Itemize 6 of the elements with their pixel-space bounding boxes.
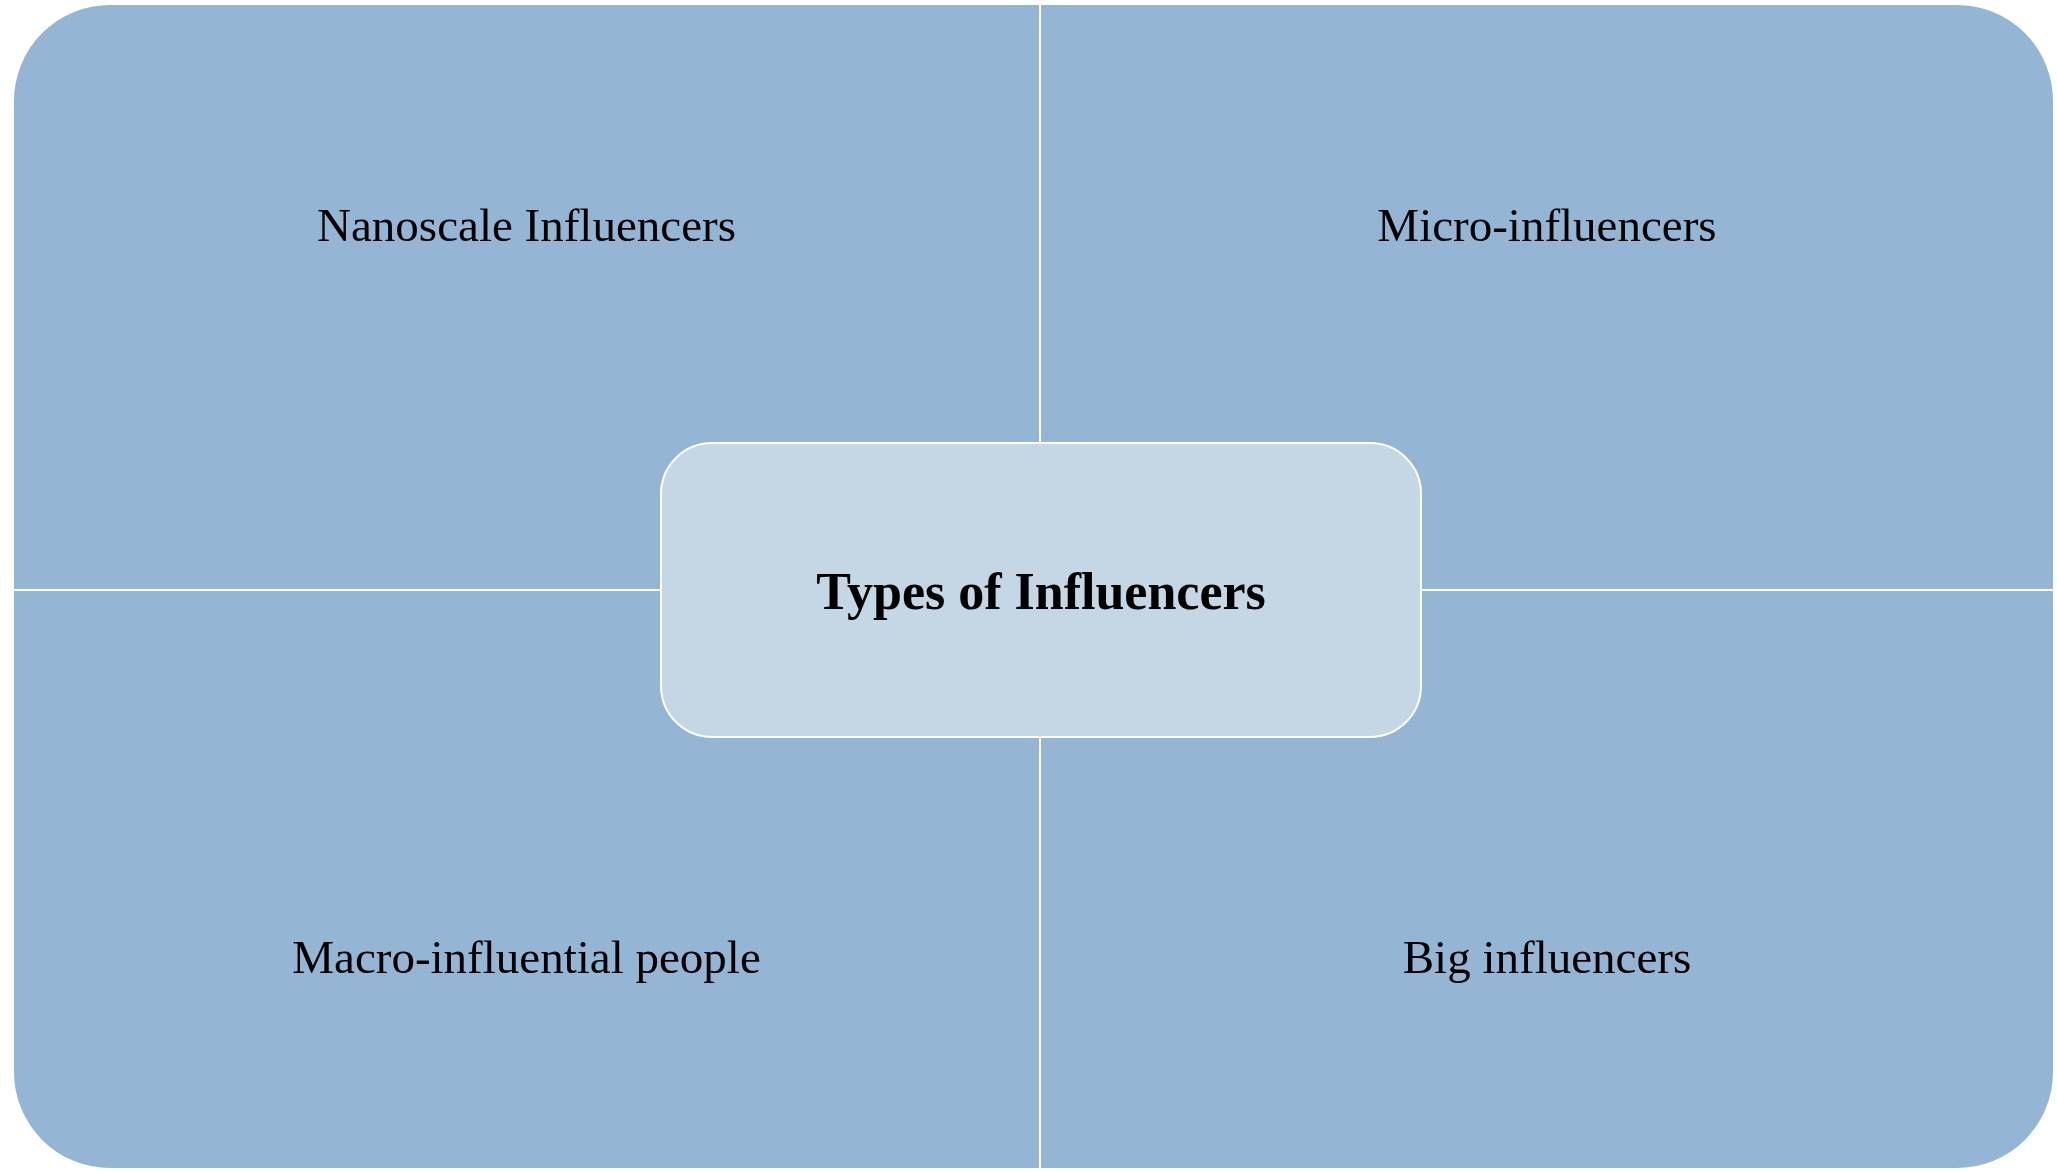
category-label: Nanoscale Influencers <box>316 197 737 253</box>
category-label: Macro-influential people <box>291 929 762 985</box>
category-label: Big influencers <box>1401 929 1693 985</box>
category-label: Micro-influencers <box>1376 197 1718 253</box>
diagram-heading: Types of Influencers <box>815 561 1267 622</box>
center-box <box>660 442 1422 738</box>
